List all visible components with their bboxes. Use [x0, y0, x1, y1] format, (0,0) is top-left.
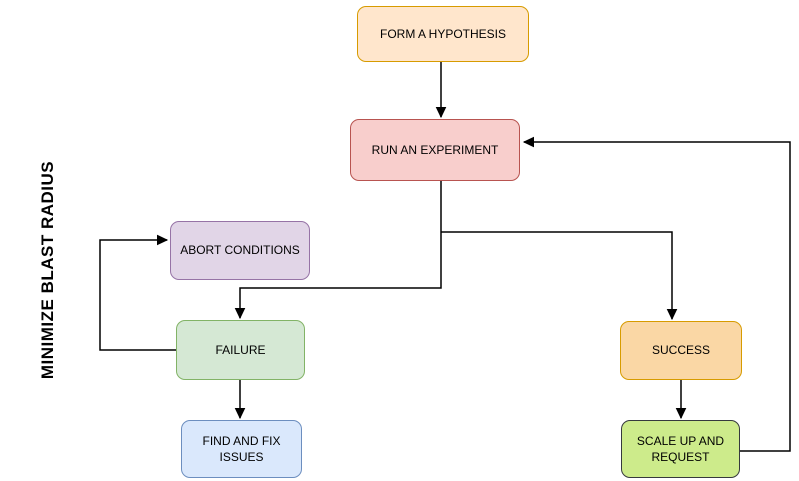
node-label: FAILURE	[215, 342, 266, 357]
node-label: ABORT CONDITIONS	[180, 243, 300, 258]
node-label: RUN AN EXPERIMENT	[371, 142, 499, 157]
node-scale-up-and-request: SCALE UP AND REQUEST	[621, 420, 740, 478]
node-label: SUCCESS	[651, 343, 710, 358]
node-find-and-fix-issues: FIND AND FIX ISSUES	[181, 420, 302, 478]
edge-failure-to-abort-conditions	[99, 234, 176, 351]
node-label: SCALE UP AND REQUEST	[636, 433, 725, 464]
node-success: SUCCESS	[620, 321, 742, 380]
node-run-an-experiment: RUN AN EXPERIMENT	[350, 119, 520, 181]
edge-experiment-to-success	[441, 231, 678, 321]
edge-scale-up-to-experiment	[522, 136, 791, 452]
node-abort-conditions: ABORT CONDITIONS	[170, 221, 310, 280]
node-failure: FAILURE	[176, 320, 305, 380]
node-form-a-hypothesis: FORM A HYPOTHESIS	[357, 6, 529, 62]
node-label: FORM A HYPOTHESIS	[379, 26, 507, 41]
node-label: FIND AND FIX ISSUES	[202, 433, 281, 464]
side-label-minimize-blast-radius: MINIMIZE BLAST RADIUS	[38, 160, 57, 380]
edge-experiment-to-failure	[234, 181, 442, 320]
